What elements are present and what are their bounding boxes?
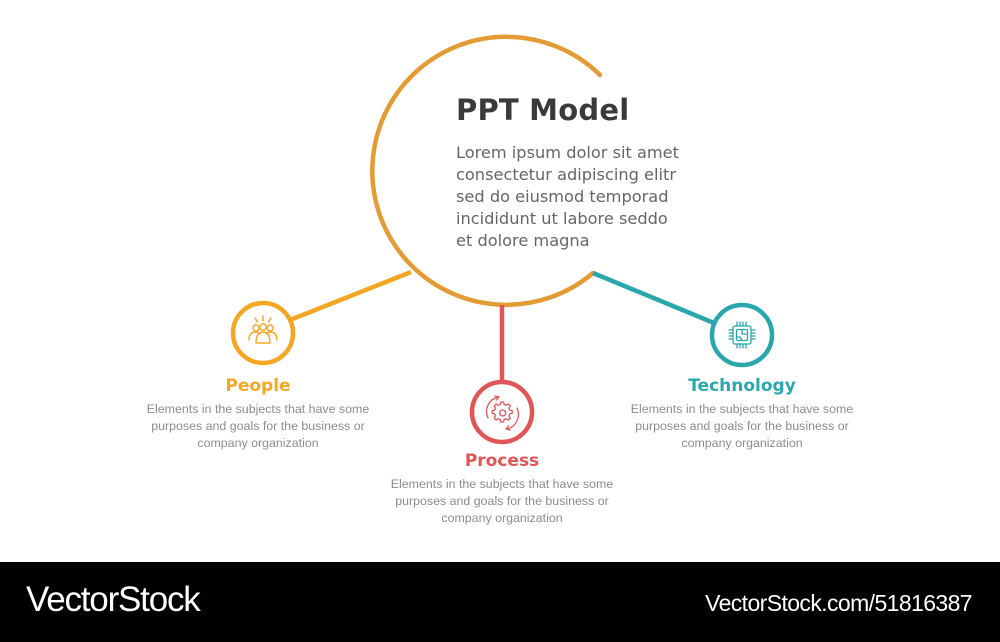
gear-cycle-icon bbox=[485, 395, 520, 431]
main-circle-arc bbox=[370, 34, 603, 308]
technology-label: Technology bbox=[688, 376, 796, 396]
technology-node bbox=[709, 302, 775, 368]
process-node bbox=[469, 379, 535, 445]
microchip-icon bbox=[728, 321, 756, 349]
diagram-canvas: PPT Model Lorem ipsum dolor sit amet con… bbox=[146, 34, 854, 525]
vectorstock-url: VectorStock.com/51816387 bbox=[705, 590, 972, 616]
watermark-footer: VectorStock VectorStock.com/51816387 bbox=[0, 562, 1000, 642]
people-label: People bbox=[225, 376, 291, 396]
people-connector-line bbox=[289, 269, 412, 323]
people-node bbox=[230, 300, 296, 366]
people-description: Elements in the subjects that have some … bbox=[146, 402, 370, 450]
technology-description: Elements in the subjects that have some … bbox=[630, 402, 854, 450]
vectorstock-logo: VectorStock bbox=[26, 580, 201, 619]
process-description: Elements in the subjects that have some … bbox=[390, 477, 614, 525]
people-group-icon bbox=[248, 315, 278, 344]
diagram-graphics bbox=[230, 34, 775, 445]
process-label: Process bbox=[464, 451, 540, 471]
diagram-body-text: Lorem ipsum dolor sit amet consectetur a… bbox=[456, 143, 679, 250]
technology-connector-line bbox=[592, 270, 715, 326]
diagram-title: PPT Model bbox=[456, 93, 630, 127]
